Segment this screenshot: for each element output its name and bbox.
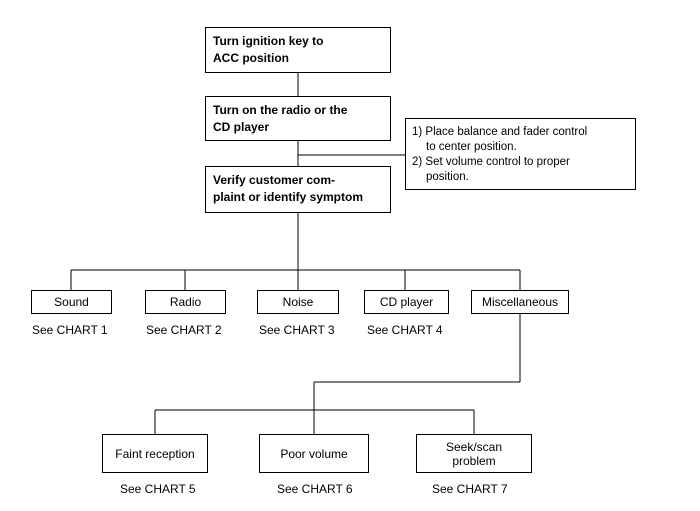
note-line-3: 2) Set volume control to proper xyxy=(412,156,570,168)
symptom-cd-player-chart: See CHART 4 xyxy=(367,323,443,337)
step-verify-line2: plaint or identify symptom xyxy=(213,190,364,204)
step-radio-line1: Turn on the radio or the xyxy=(213,103,348,117)
misc-faint-reception-chart: See CHART 5 xyxy=(120,482,196,496)
misc-faint-reception-box: Faint reception xyxy=(102,434,208,473)
note-line-1: 1) Place balance and fader control xyxy=(412,126,588,138)
misc-seek-scan-box: Seek/scan problem xyxy=(416,434,532,473)
step-ignition-line1: Turn ignition key to xyxy=(213,34,324,48)
symptom-sound-chart: See CHART 1 xyxy=(32,323,108,337)
step-radio-box: Turn on the radio or the CD player xyxy=(205,96,391,141)
misc-poor-volume-label: Poor volume xyxy=(280,446,348,461)
symptom-miscellaneous-label: Miscellaneous xyxy=(481,295,559,309)
misc-faint-reception-label: Faint reception xyxy=(115,446,195,461)
symptom-sound-label: Sound xyxy=(54,295,89,309)
misc-seek-scan-label-line2: problem xyxy=(452,453,496,468)
symptom-miscellaneous-box: Miscellaneous xyxy=(471,290,569,314)
symptom-radio-chart: See CHART 2 xyxy=(146,323,222,337)
step-verify-box: Verify customer com- plaint or identify … xyxy=(205,166,391,213)
step-ignition-box: Turn ignition key to ACC position xyxy=(205,27,391,73)
symptom-radio-label: Radio xyxy=(169,295,202,309)
symptom-noise-label: Noise xyxy=(282,295,314,309)
symptom-noise-box: Noise xyxy=(257,290,339,314)
step-verify-line1: Verify customer com- xyxy=(213,173,336,187)
symptom-noise-chart: See CHART 3 xyxy=(259,323,335,337)
misc-poor-volume-chart: See CHART 6 xyxy=(277,482,353,496)
misc-seek-scan-label-line1: Seek/scan xyxy=(445,439,503,454)
symptom-sound-box: Sound xyxy=(31,290,112,314)
symptom-cd-player-box: CD player xyxy=(364,290,449,314)
symptom-radio-box: Radio xyxy=(145,290,226,314)
step-ignition-line2: ACC position xyxy=(213,51,289,65)
note-box: 1) Place balance and fader control to ce… xyxy=(405,118,636,190)
misc-poor-volume-box: Poor volume xyxy=(259,434,369,473)
step-radio-line2: CD player xyxy=(213,120,270,134)
note-line-4: position. xyxy=(426,171,469,183)
note-line-2: to center position. xyxy=(426,141,517,153)
symptom-cd-player-label: CD player xyxy=(379,295,434,309)
misc-seek-scan-chart: See CHART 7 xyxy=(432,482,508,496)
